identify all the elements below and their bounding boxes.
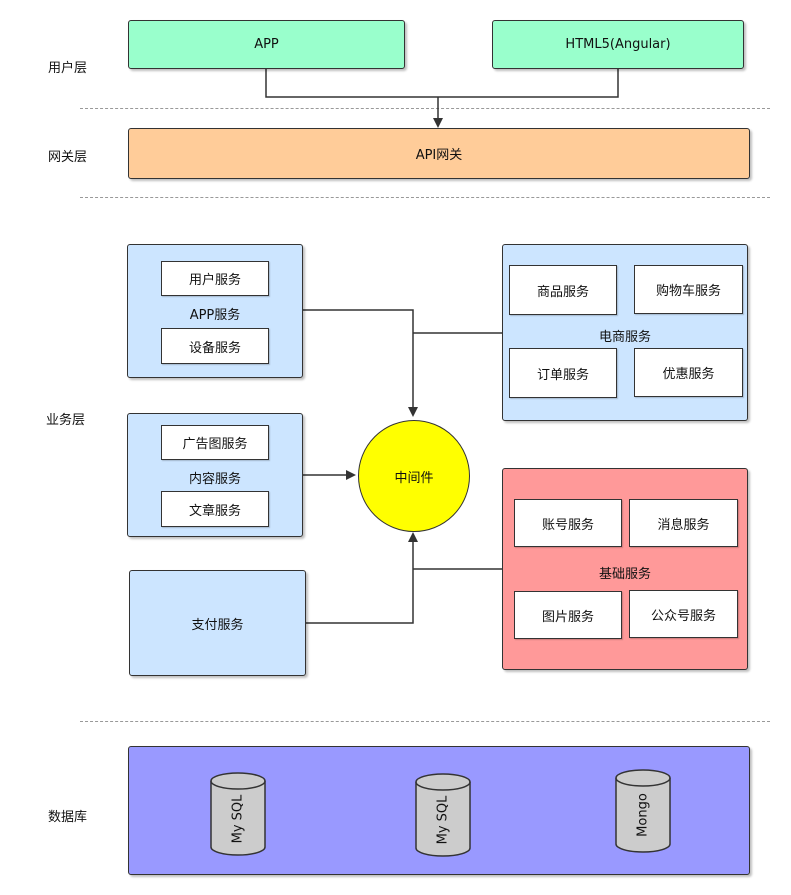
mongo-database[interactable]: Mongo (615, 769, 671, 853)
database-cylinder-icon (210, 772, 266, 856)
middleware-label: 中间件 (394, 470, 434, 486)
content-service-label: 内容服务 (188, 472, 241, 487)
api-gateway-box[interactable]: API网关 (128, 128, 750, 179)
business-layer-label: 业务层 (46, 413, 86, 428)
order-service-box[interactable]: 订单服务 (509, 348, 617, 398)
app-service-group[interactable]: 用户服务 APP服务 设备服务 (127, 244, 303, 378)
app-box-label: APP (254, 37, 279, 52)
ad-image-service-label: 广告图服务 (182, 437, 248, 452)
app-service-label: APP服务 (189, 308, 241, 323)
mysql-database-2-label: My SQL (435, 795, 451, 845)
coupon-service-label: 优惠服务 (662, 367, 715, 382)
user-service-label: 用户服务 (188, 273, 241, 288)
gateway-layer-label: 网关层 (48, 150, 88, 165)
user-service-box[interactable]: 用户服务 (161, 261, 269, 296)
cart-service-label: 购物车服务 (655, 284, 721, 299)
order-service-label: 订单服务 (536, 367, 589, 383)
payment-to-middleware-line (306, 532, 418, 624)
api-gateway-label: API网关 (415, 148, 463, 163)
database-layer-box[interactable]: My SQL My SQL Mongo (128, 746, 750, 875)
ecommerce-service-group[interactable]: 商品服务 购物车服务 电商服务 订单服务 优惠服务 (502, 244, 748, 421)
article-service-box[interactable]: 文章服务 (161, 491, 269, 527)
message-service-label: 消息服务 (657, 517, 710, 533)
mysql-database-1-label: My SQL (230, 794, 246, 844)
device-service-label: 设备服务 (188, 340, 241, 356)
base-service-label: 基础服务 (598, 567, 651, 582)
html5-box[interactable]: HTML5(Angular) (492, 20, 744, 69)
account-service-label: 账号服务 (541, 517, 594, 533)
layer-separator-1 (80, 108, 770, 109)
device-service-box[interactable]: 设备服务 (161, 328, 269, 364)
article-service-label: 文章服务 (188, 503, 241, 519)
mysql-database-1[interactable]: My SQL (210, 772, 266, 856)
html5-to-gateway-line (438, 69, 619, 98)
user-layer-label: 用户层 (48, 61, 88, 76)
ecommerce-service-label: 电商服务 (598, 330, 651, 345)
content-service-group[interactable]: 广告图服务 内容服务 文章服务 (127, 413, 303, 537)
message-service-box[interactable]: 消息服务 (629, 499, 738, 547)
official-account-service-box[interactable]: 公众号服务 (629, 590, 738, 638)
database-cylinder-icon (415, 773, 471, 857)
payment-service-label: 支付服务 (191, 617, 244, 633)
database-cylinder-icon (615, 769, 671, 853)
app-to-gateway-line (265, 69, 438, 98)
middleware-node[interactable]: 中间件 (358, 420, 470, 532)
cart-service-box[interactable]: 购物车服务 (634, 265, 743, 314)
ad-image-service-box[interactable]: 广告图服务 (161, 425, 269, 460)
base-service-group[interactable]: 账号服务 消息服务 基础服务 图片服务 公众号服务 (502, 468, 748, 670)
product-service-label: 商品服务 (536, 284, 589, 300)
image-service-label: 图片服务 (541, 609, 594, 625)
app-box[interactable]: APP (128, 20, 405, 69)
official-account-service-label: 公众号服务 (650, 608, 716, 624)
coupon-service-box[interactable]: 优惠服务 (634, 348, 743, 397)
layer-separator-3 (80, 721, 770, 722)
product-service-box[interactable]: 商品服务 (509, 265, 617, 315)
mysql-database-2[interactable]: My SQL (415, 773, 471, 857)
mongo-database-label: Mongo (635, 793, 651, 837)
database-layer-label: 数据库 (48, 810, 88, 825)
image-service-box[interactable]: 图片服务 (514, 591, 622, 639)
app-service-to-middleware-line (303, 309, 418, 417)
layer-separator-2 (80, 197, 770, 198)
account-service-box[interactable]: 账号服务 (514, 499, 622, 547)
payment-service-box[interactable]: 支付服务 (129, 570, 306, 676)
html5-box-label: HTML5(Angular) (565, 37, 671, 52)
